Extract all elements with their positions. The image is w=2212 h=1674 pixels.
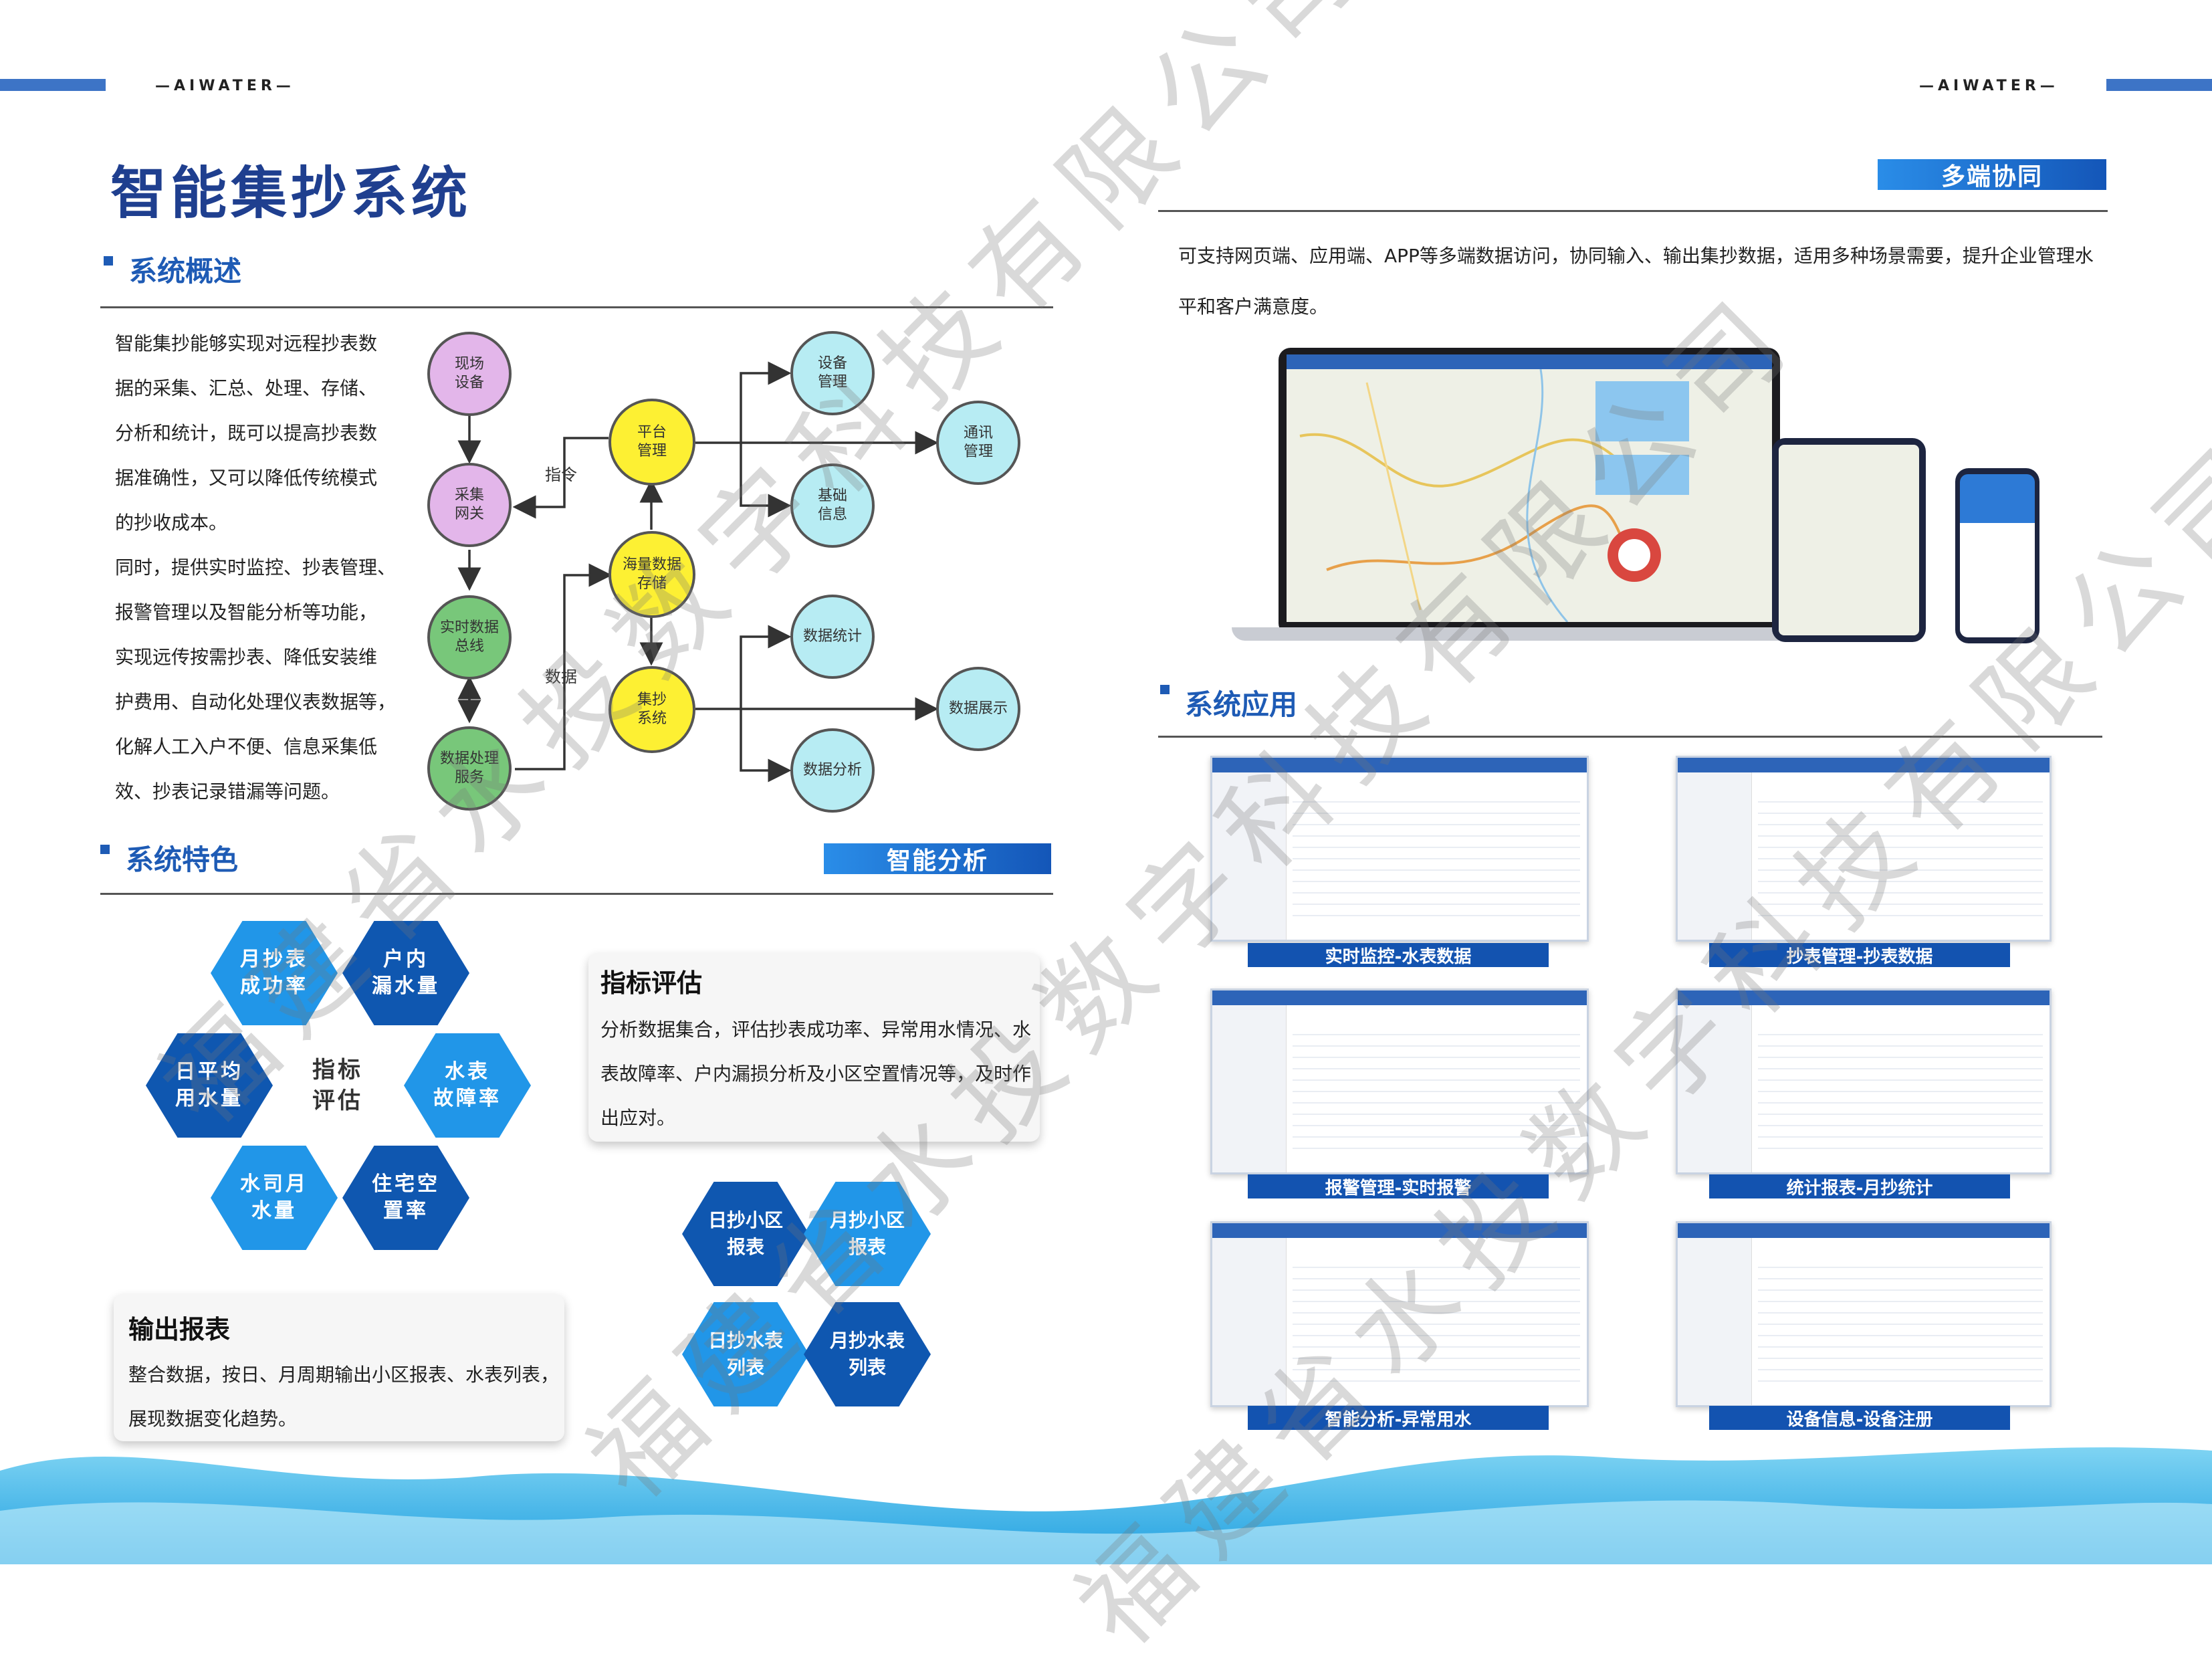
node-storage: 海量数据 存储 bbox=[609, 531, 695, 618]
apps-rule bbox=[1158, 736, 2102, 738]
card2-line: 整合数据，按日、月周期输出小区报表、水表列表， bbox=[128, 1364, 560, 1386]
overview-text: 智能集抄能够实现对远程抄表数据的采集、汇总、处理、存储、分析和统计，既可以提高抄… bbox=[115, 321, 403, 814]
laptop-screen bbox=[1287, 354, 1772, 622]
water-wave-decoration bbox=[0, 1447, 2212, 1564]
map-panel bbox=[1595, 455, 1689, 495]
overview-heading: 系统概述 bbox=[129, 255, 242, 288]
overview-line: 的抄收成本。 bbox=[115, 512, 228, 534]
card1-line: 分析数据集合，评估抄表成功率、异常用水情况、水 bbox=[600, 1019, 1032, 1041]
multi-line: 可支持网页端、应用端、APP等多端数据访问，协同输入、输出集抄数据，适用多种场景… bbox=[1178, 245, 2094, 267]
app-screenshot bbox=[1210, 988, 1589, 1174]
node-device-mgmt: 设备 管理 bbox=[790, 331, 875, 415]
features-rule bbox=[100, 893, 1053, 895]
card-output-report-title: 输出报表 bbox=[128, 1315, 231, 1344]
overview-line: 效、抄表记录错漏等问题。 bbox=[115, 780, 340, 803]
flow-label-data: 数据 bbox=[545, 667, 577, 686]
hex-center-eval: 指标 评估 bbox=[274, 1033, 401, 1138]
map-panel bbox=[1595, 381, 1689, 441]
node-data-display: 数据展示 bbox=[936, 667, 1020, 751]
overview-rule bbox=[100, 306, 1053, 308]
app-screenshot bbox=[1676, 756, 2052, 942]
laptop-base bbox=[1232, 627, 1827, 641]
node-data-analysis: 数据分析 bbox=[790, 728, 875, 813]
flow-label-cmd: 指令 bbox=[545, 465, 577, 484]
app-screenshot bbox=[1676, 1221, 2052, 1407]
multi-rule bbox=[1158, 210, 2108, 212]
hex-vacancy: 住宅空 置率 bbox=[342, 1145, 469, 1251]
brand-left: —AIWATER— bbox=[155, 78, 295, 94]
laptop-mockup bbox=[1232, 348, 1827, 641]
tablet-mockup bbox=[1772, 438, 1926, 642]
caption-monthly-stats: 统计报表-月抄统计 bbox=[1709, 1174, 2010, 1198]
top-bar-right bbox=[2106, 79, 2212, 91]
card-index-eval-text: 分析数据集合，评估抄表成功率、异常用水情况、水表故障率、户内漏损分析及小区空置情… bbox=[600, 1008, 1035, 1140]
card2-line: 展现数据变化趋势。 bbox=[128, 1408, 298, 1430]
caption-meter-mgmt: 抄表管理-抄表数据 bbox=[1709, 943, 2010, 967]
overview-line: 智能集抄能够实现对远程抄表数 bbox=[115, 332, 378, 354]
map-lines bbox=[1299, 369, 1636, 622]
node-comm-mgmt: 通讯 管理 bbox=[936, 401, 1020, 485]
overview-line: 据的采集、汇总、处理、存储、 bbox=[115, 377, 378, 399]
card1-line: 出应对。 bbox=[600, 1107, 676, 1129]
caption-realtime-monitor: 实时监控-水表数据 bbox=[1248, 943, 1549, 967]
caption-alarm-mgmt: 报警管理-实时报警 bbox=[1248, 1174, 1549, 1198]
overview-line: 报警管理以及智能分析等功能， bbox=[115, 601, 378, 623]
app-screenshot bbox=[1210, 1221, 1589, 1407]
overview-line: 化解人工入户不便、信息采集低 bbox=[115, 736, 378, 758]
brand-right: —AIWATER— bbox=[1919, 78, 2059, 94]
hex-meter-fault: 水表 故障率 bbox=[404, 1033, 531, 1138]
hex-indoor-leak: 户内 漏水量 bbox=[342, 920, 469, 1026]
section-marker bbox=[104, 256, 113, 266]
app-screenshot bbox=[1676, 988, 2052, 1174]
caption-abnormal-water: 智能分析-异常用水 bbox=[1248, 1406, 1549, 1430]
apps-heading: 系统应用 bbox=[1185, 688, 1298, 721]
node-field-device: 现场 设备 bbox=[427, 332, 512, 416]
features-heading: 系统特色 bbox=[126, 843, 239, 876]
node-data-stats: 数据统计 bbox=[790, 595, 875, 679]
overview-line: 实现远传按需抄表、降低安装维 bbox=[115, 646, 378, 668]
page-title: 智能集抄系统 bbox=[110, 161, 472, 226]
section-marker bbox=[100, 845, 110, 854]
multi-platform-tag: 多端协同 bbox=[1878, 159, 2106, 191]
multi-line: 平和客户满意度。 bbox=[1178, 296, 1329, 318]
overview-line: 护费用、自动化处理仪表数据等， bbox=[115, 691, 397, 713]
overview-line: 据准确性，又可以降低传统模式 bbox=[115, 467, 378, 489]
node-platform: 平台 管理 bbox=[609, 399, 695, 486]
node-gateway: 采集 网关 bbox=[427, 463, 512, 547]
node-processing: 数据处理 服务 bbox=[427, 726, 512, 811]
hex-daily-avg: 日平均 用水量 bbox=[146, 1033, 273, 1138]
multi-platform-text: 可支持网页端、应用端、APP等多端数据访问，协同输入、输出集抄数据，适用多种场景… bbox=[1178, 231, 2101, 332]
node-meter-system: 集抄 系统 bbox=[609, 666, 695, 753]
node-realtime-bus: 实时数据 总线 bbox=[427, 595, 512, 679]
card-output-report-text: 整合数据，按日、月周期输出小区报表、水表列表， 展现数据变化趋势。 bbox=[128, 1353, 563, 1441]
overview-line: 同时，提供实时监控、抄表管理、 bbox=[115, 556, 397, 579]
node-basic-info: 基础 信息 bbox=[790, 463, 875, 548]
card-index-eval-title: 指标评估 bbox=[600, 968, 703, 998]
app-screenshot bbox=[1210, 756, 1589, 942]
overview-line: 分析和统计，既可以提高抄表数 bbox=[115, 422, 378, 444]
caption-device-register: 设备信息-设备注册 bbox=[1709, 1406, 2010, 1430]
phone-mockup bbox=[1955, 468, 2039, 643]
card-index-eval: 指标评估 分析数据集合，评估抄表成功率、异常用水情况、水表故障率、户内漏损分析及… bbox=[588, 953, 1040, 1142]
card-output-report: 输出报表 整合数据，按日、月周期输出小区报表、水表列表， 展现数据变化趋势。 bbox=[114, 1294, 564, 1441]
hex-utility-monthly: 水司月 水量 bbox=[211, 1145, 338, 1251]
flow-connectors bbox=[457, 361, 939, 782]
hex-monthly-success: 月抄表 成功率 bbox=[211, 920, 338, 1026]
top-bar-left bbox=[0, 79, 106, 91]
card1-line: 表故障率、户内漏损分析及小区空置情况等，及时作 bbox=[600, 1063, 1032, 1085]
smart-analysis-tag: 智能分析 bbox=[824, 843, 1051, 875]
section-marker bbox=[1160, 685, 1170, 694]
